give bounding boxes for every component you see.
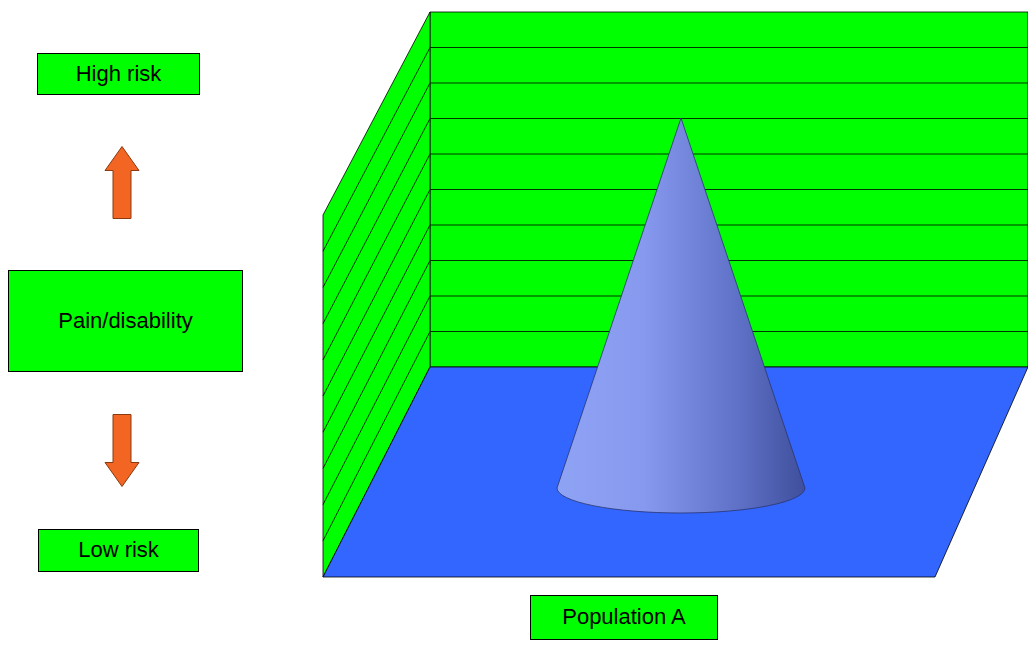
grid-line xyxy=(430,225,1028,226)
label-text: Pain/disability xyxy=(58,308,193,334)
risk-label-box: Low risk xyxy=(38,529,199,572)
axis-label-box: Pain/disability xyxy=(8,270,243,372)
risk-label-box: High risk xyxy=(37,53,200,95)
label-text: High risk xyxy=(76,61,162,87)
cone xyxy=(557,118,805,513)
grid-line xyxy=(430,83,1028,84)
label-text: Population A xyxy=(562,604,686,630)
grid-line xyxy=(323,261,430,469)
grid-line xyxy=(430,118,1028,119)
grid-line xyxy=(430,154,1028,155)
block-arrow xyxy=(105,147,139,219)
grid-line xyxy=(430,189,1028,190)
grid-line xyxy=(323,296,430,505)
label-text: Low risk xyxy=(78,537,159,563)
grid-lines xyxy=(323,48,1028,541)
population-label-box: Population A xyxy=(530,595,718,640)
grid-line xyxy=(323,332,430,541)
block-arrow xyxy=(105,415,139,487)
grid-line xyxy=(430,47,1028,48)
